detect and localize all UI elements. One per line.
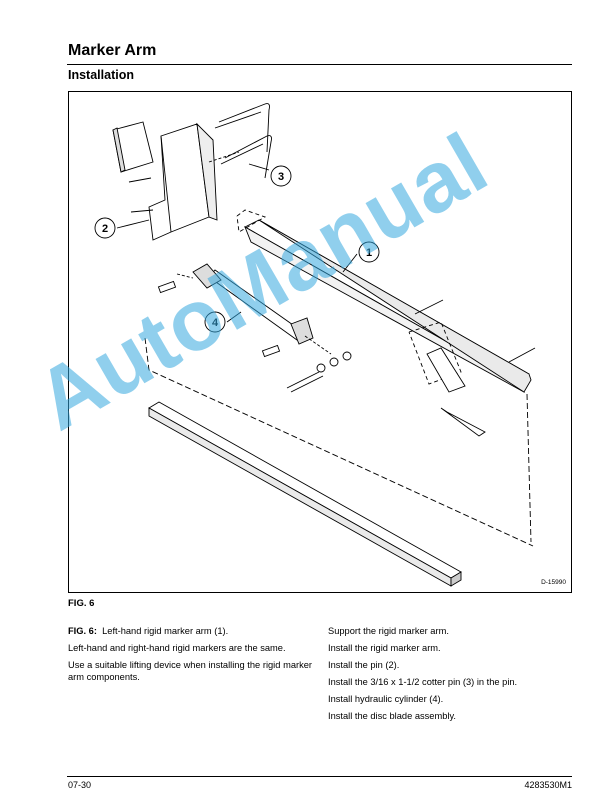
callout-1-leader [342,253,358,273]
callout-4-leader [226,311,242,323]
callout-3-leader [248,163,270,171]
title-rule [67,64,572,65]
callout-4-label: 4 [212,317,219,329]
u-bolt-upper [218,103,270,153]
left-column: FIG. 6: Left-hand rigid marker arm (1). … [68,626,312,689]
u-bolt-lower [224,135,272,179]
page-number: 07-30 [68,780,92,790]
step-install-pin: Install the pin (2). [328,660,400,670]
step-install-disc-blade: Install the disc blade assembly. [328,711,456,721]
pin-left [157,280,177,294]
step-install-cotter-pin: Install the 3/16 x 1-1/2 cotter pin (3) … [328,677,518,687]
step-install-arm: Install the rigid marker arm. [328,643,441,653]
drawing-id: D-15990 [541,579,566,586]
right-column: Support the rigid marker arm. Install th… [328,626,572,728]
document-number: 4283530M1 [524,780,572,790]
callout-2-circle [94,217,116,239]
spacer-bar [440,407,486,437]
figure-illustration: 1 2 3 4 D-15990 [68,91,572,593]
callout-1-label: 1 [366,247,372,259]
callout-2-label: 2 [102,223,108,235]
fig-reference-label: FIG. 6: [68,626,97,636]
step-support-arm: Support the rigid marker arm. [328,626,449,636]
callout-4-circle [204,311,226,333]
section-title: Marker Arm [68,42,157,59]
paragraph-fig-reference: FIG. 6: Left-hand rigid marker arm (1). [68,626,312,638]
paragraph-markers-same: Left-hand and right-hand rigid markers a… [68,643,286,653]
footer-rule [67,776,572,777]
callout-3-circle [270,165,292,187]
figure-caption: FIG. 6 [68,598,95,609]
paragraph-lifting-device: Use a suitable lifting device when insta… [68,660,312,682]
marker-arm-exploded-drawing: 1 2 3 4 [94,103,536,587]
fig-reference-text: Left-hand rigid marker arm (1). [102,626,229,636]
callout-3-label: 3 [278,171,284,183]
callout-2-leader [116,219,150,229]
subsection-title: Installation [68,68,134,82]
pin-lower [261,344,281,358]
step-install-cylinder: Install hydraulic cylinder (4). [328,694,444,704]
callout-1-circle [358,241,380,263]
disc-blade-bar [148,401,462,579]
